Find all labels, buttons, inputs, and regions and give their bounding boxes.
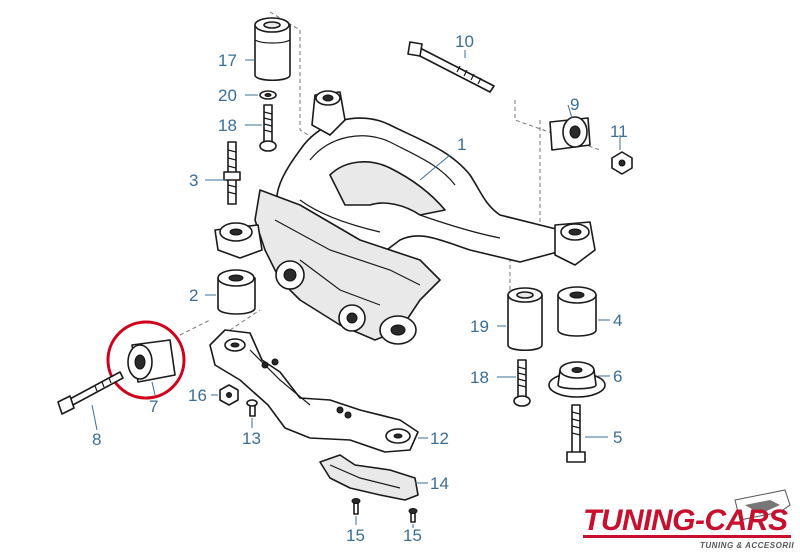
- part-16-nut: [219, 384, 239, 406]
- callout-9: 9: [570, 95, 579, 114]
- part-18-bolt-lower: [513, 359, 531, 407]
- callout-10: 10: [455, 32, 474, 51]
- watermark-underline: [583, 535, 791, 538]
- callout-15-right: 15: [403, 526, 422, 545]
- part-7-bushing: [127, 339, 176, 383]
- part-13-screw: [246, 399, 258, 417]
- callout-16: 16: [188, 386, 207, 405]
- callout-7: 7: [149, 397, 158, 416]
- part-15-screw-left: [351, 498, 361, 515]
- callout-8: 8: [92, 430, 101, 449]
- watermark-tagline: TUNING & ACCESORII: [700, 541, 794, 550]
- part-8-bolt: [57, 371, 124, 415]
- part-3-stud: [223, 141, 241, 205]
- callout-20: 20: [218, 86, 237, 105]
- part-9-bushing: [549, 116, 591, 151]
- part-14-cover: [319, 454, 419, 501]
- callout-6: 6: [613, 367, 622, 386]
- callout-labels: 1 2 3 4 5 6 7 8 9 10 11 12 13 14 15 15 1…: [92, 32, 628, 545]
- callout-3: 3: [189, 171, 198, 190]
- part-10-bolt: [407, 41, 495, 93]
- callout-18-upper: 18: [218, 116, 237, 135]
- callout-14: 14: [430, 474, 449, 493]
- part-20-washer: [259, 90, 277, 100]
- part-1-subframe: [214, 90, 596, 345]
- watermark-brand: TUNING-CARS: [583, 504, 788, 537]
- part-5-bolt: [566, 404, 586, 463]
- part-11-nut: [611, 151, 633, 175]
- highlight-circle: [106, 320, 186, 400]
- watermark-logo: TUNING-CARS TUNING & ACCESORII: [583, 489, 794, 550]
- callout-18-lower: 18: [470, 368, 489, 387]
- part-6-mount: [548, 361, 606, 398]
- callout-1: 1: [457, 135, 466, 154]
- callout-4: 4: [613, 311, 622, 330]
- callout-17: 17: [218, 51, 237, 70]
- part-19-bushing: [507, 287, 543, 352]
- part-17-bushing: [254, 17, 291, 82]
- part-4-bushing: [557, 286, 597, 337]
- callout-19: 19: [470, 317, 489, 336]
- leader-lines: [91, 50, 621, 528]
- callout-13: 13: [242, 429, 261, 448]
- callout-5: 5: [613, 428, 622, 447]
- part-12-plate: [209, 329, 419, 453]
- callout-15-left: 15: [346, 526, 365, 545]
- callout-12: 12: [430, 429, 449, 448]
- part-2-bushing: [217, 269, 256, 315]
- callout-2: 2: [189, 286, 198, 305]
- part-18-bolt-upper: [259, 104, 277, 152]
- callout-11: 11: [610, 122, 628, 141]
- part-15-screw-right: [408, 508, 418, 523]
